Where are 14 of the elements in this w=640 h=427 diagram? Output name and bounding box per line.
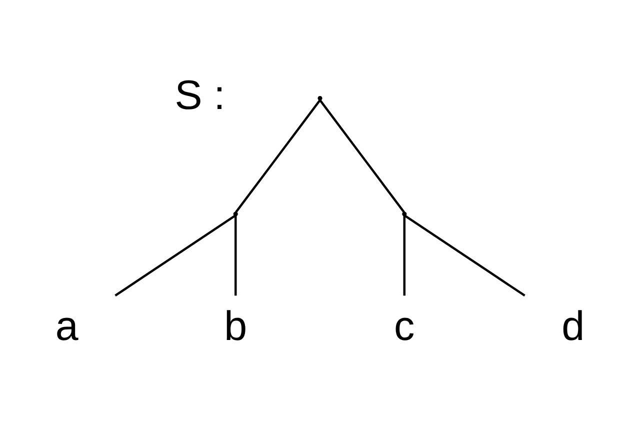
label: S : xyxy=(174,71,226,118)
connector xyxy=(403,214,406,296)
node-text: d xyxy=(562,302,585,349)
node-text: a xyxy=(55,302,78,349)
connector xyxy=(404,214,526,296)
node-point xyxy=(318,95,322,100)
node-text: b xyxy=(224,302,248,349)
node-point xyxy=(402,211,407,216)
connector xyxy=(234,214,237,296)
node-text: c xyxy=(394,302,415,349)
node-point xyxy=(233,211,238,216)
connector xyxy=(319,99,406,212)
connector xyxy=(114,214,236,296)
connector xyxy=(234,99,321,212)
